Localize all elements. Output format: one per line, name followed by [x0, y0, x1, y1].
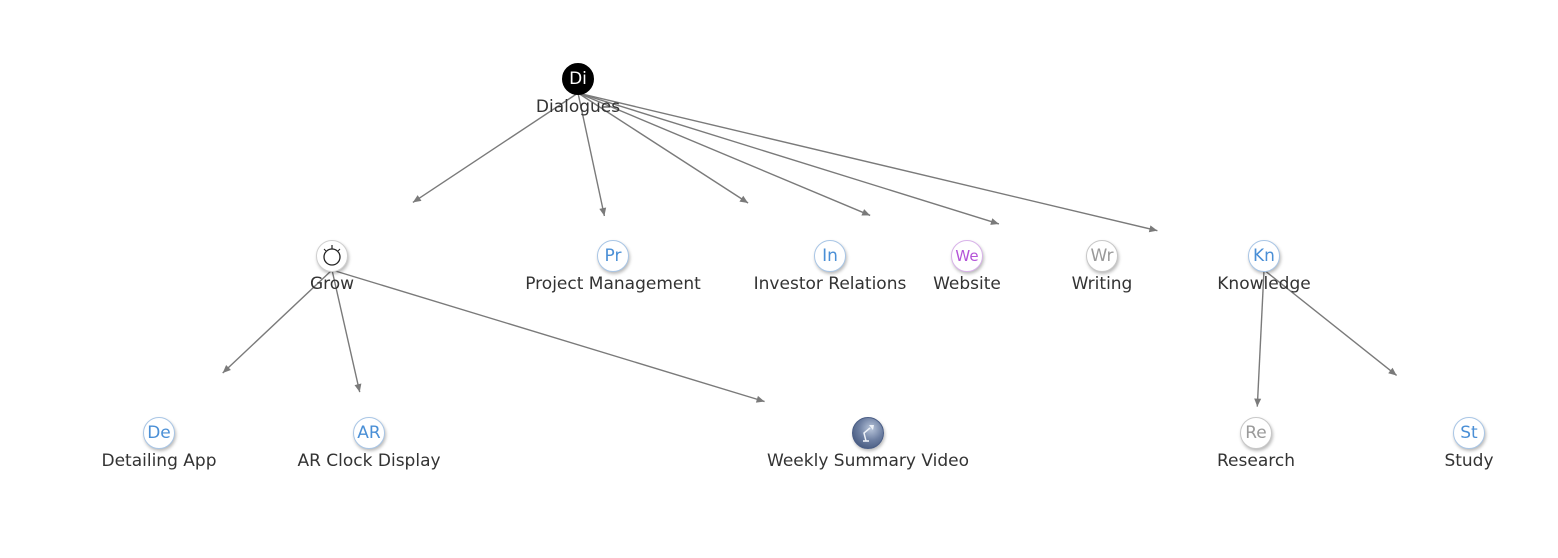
node-label[interactable]: Website [933, 274, 1001, 294]
edge-grow-to-weekly-summary-video [331, 269, 765, 403]
lightbulb-icon[interactable] [316, 240, 348, 272]
node-label[interactable]: Study [1444, 451, 1494, 471]
node-label[interactable]: AR Clock Display [297, 451, 441, 471]
edge-grow-to-ar-clock-display [331, 269, 362, 393]
lightbulb-glyph [323, 245, 341, 266]
node-abbreviation: Kn [1253, 245, 1275, 266]
edge-line [1256, 269, 1265, 407]
arrowhead [755, 395, 765, 403]
node-avatar[interactable]: Kn [1248, 240, 1280, 272]
node-abbreviation: AR [357, 422, 381, 443]
edge-dialogues-to-investor-relations [577, 92, 749, 204]
arrowhead [599, 207, 607, 217]
node-avatar[interactable]: Di [562, 63, 594, 95]
arrowhead [412, 195, 422, 203]
node-label[interactable]: Detailing App [101, 451, 217, 471]
edge-line [577, 92, 1158, 232]
node-label[interactable]: Writing [1071, 274, 1133, 294]
arrowhead [1148, 225, 1158, 233]
edge-dialogues-to-knowledge [577, 92, 1158, 233]
node-label[interactable]: Knowledge [1217, 274, 1311, 294]
node-abbreviation: St [1460, 422, 1478, 443]
edge-dialogues-to-website [577, 92, 871, 217]
edge-dialogues-to-project-management [577, 92, 607, 217]
node-avatar[interactable]: St [1453, 417, 1485, 449]
edge-line [577, 92, 871, 217]
node-label[interactable]: Project Management [525, 274, 701, 294]
node-abbreviation: Di [569, 68, 587, 89]
node-label[interactable]: Research [1217, 451, 1295, 471]
node-avatar[interactable]: Re [1240, 417, 1272, 449]
edge-line [412, 92, 579, 203]
desk-lamp-glyph [863, 425, 874, 442]
edge-line [577, 92, 749, 204]
arrowhead [990, 218, 999, 225]
desk-lamp-image-icon[interactable] [852, 417, 884, 449]
edge-line [1263, 269, 1398, 377]
node-avatar[interactable]: Pr [597, 240, 629, 272]
node-avatar[interactable]: De [143, 417, 175, 449]
node-avatar[interactable]: In [814, 240, 846, 272]
edge-line [331, 269, 765, 403]
edge-line [331, 269, 361, 393]
node-label[interactable]: Grow [309, 274, 355, 294]
arrowhead [354, 383, 362, 393]
node-label[interactable]: Dialogues [535, 97, 621, 117]
node-avatar[interactable]: Wr [1086, 240, 1118, 272]
node-avatar[interactable]: AR [353, 417, 385, 449]
node-abbreviation: De [147, 422, 171, 443]
edge-line [577, 92, 606, 217]
node-label[interactable]: Weekly Summary Video [767, 451, 969, 471]
node-abbreviation: Re [1245, 422, 1267, 443]
arrowhead [1388, 367, 1397, 376]
arrowhead [861, 209, 871, 216]
arrowhead [739, 195, 749, 204]
node-avatar[interactable]: We [951, 240, 983, 272]
edge-dialogues-to-writing [577, 92, 1000, 225]
node-abbreviation: Pr [604, 245, 622, 266]
edge-knowledge-to-research [1254, 269, 1265, 407]
edge-dialogues-to-grow [412, 92, 579, 203]
node-abbreviation: Wr [1090, 245, 1114, 266]
edge-grow-to-detailing-app [222, 269, 333, 374]
edge-knowledge-to-study [1263, 269, 1398, 377]
node-label[interactable]: Investor Relations [753, 274, 907, 294]
arrowhead [222, 364, 231, 373]
node-abbreviation: We [955, 246, 979, 265]
edge-line [222, 269, 333, 374]
edge-line [577, 92, 1000, 225]
node-abbreviation: In [822, 245, 838, 266]
arrowhead [1254, 398, 1262, 407]
